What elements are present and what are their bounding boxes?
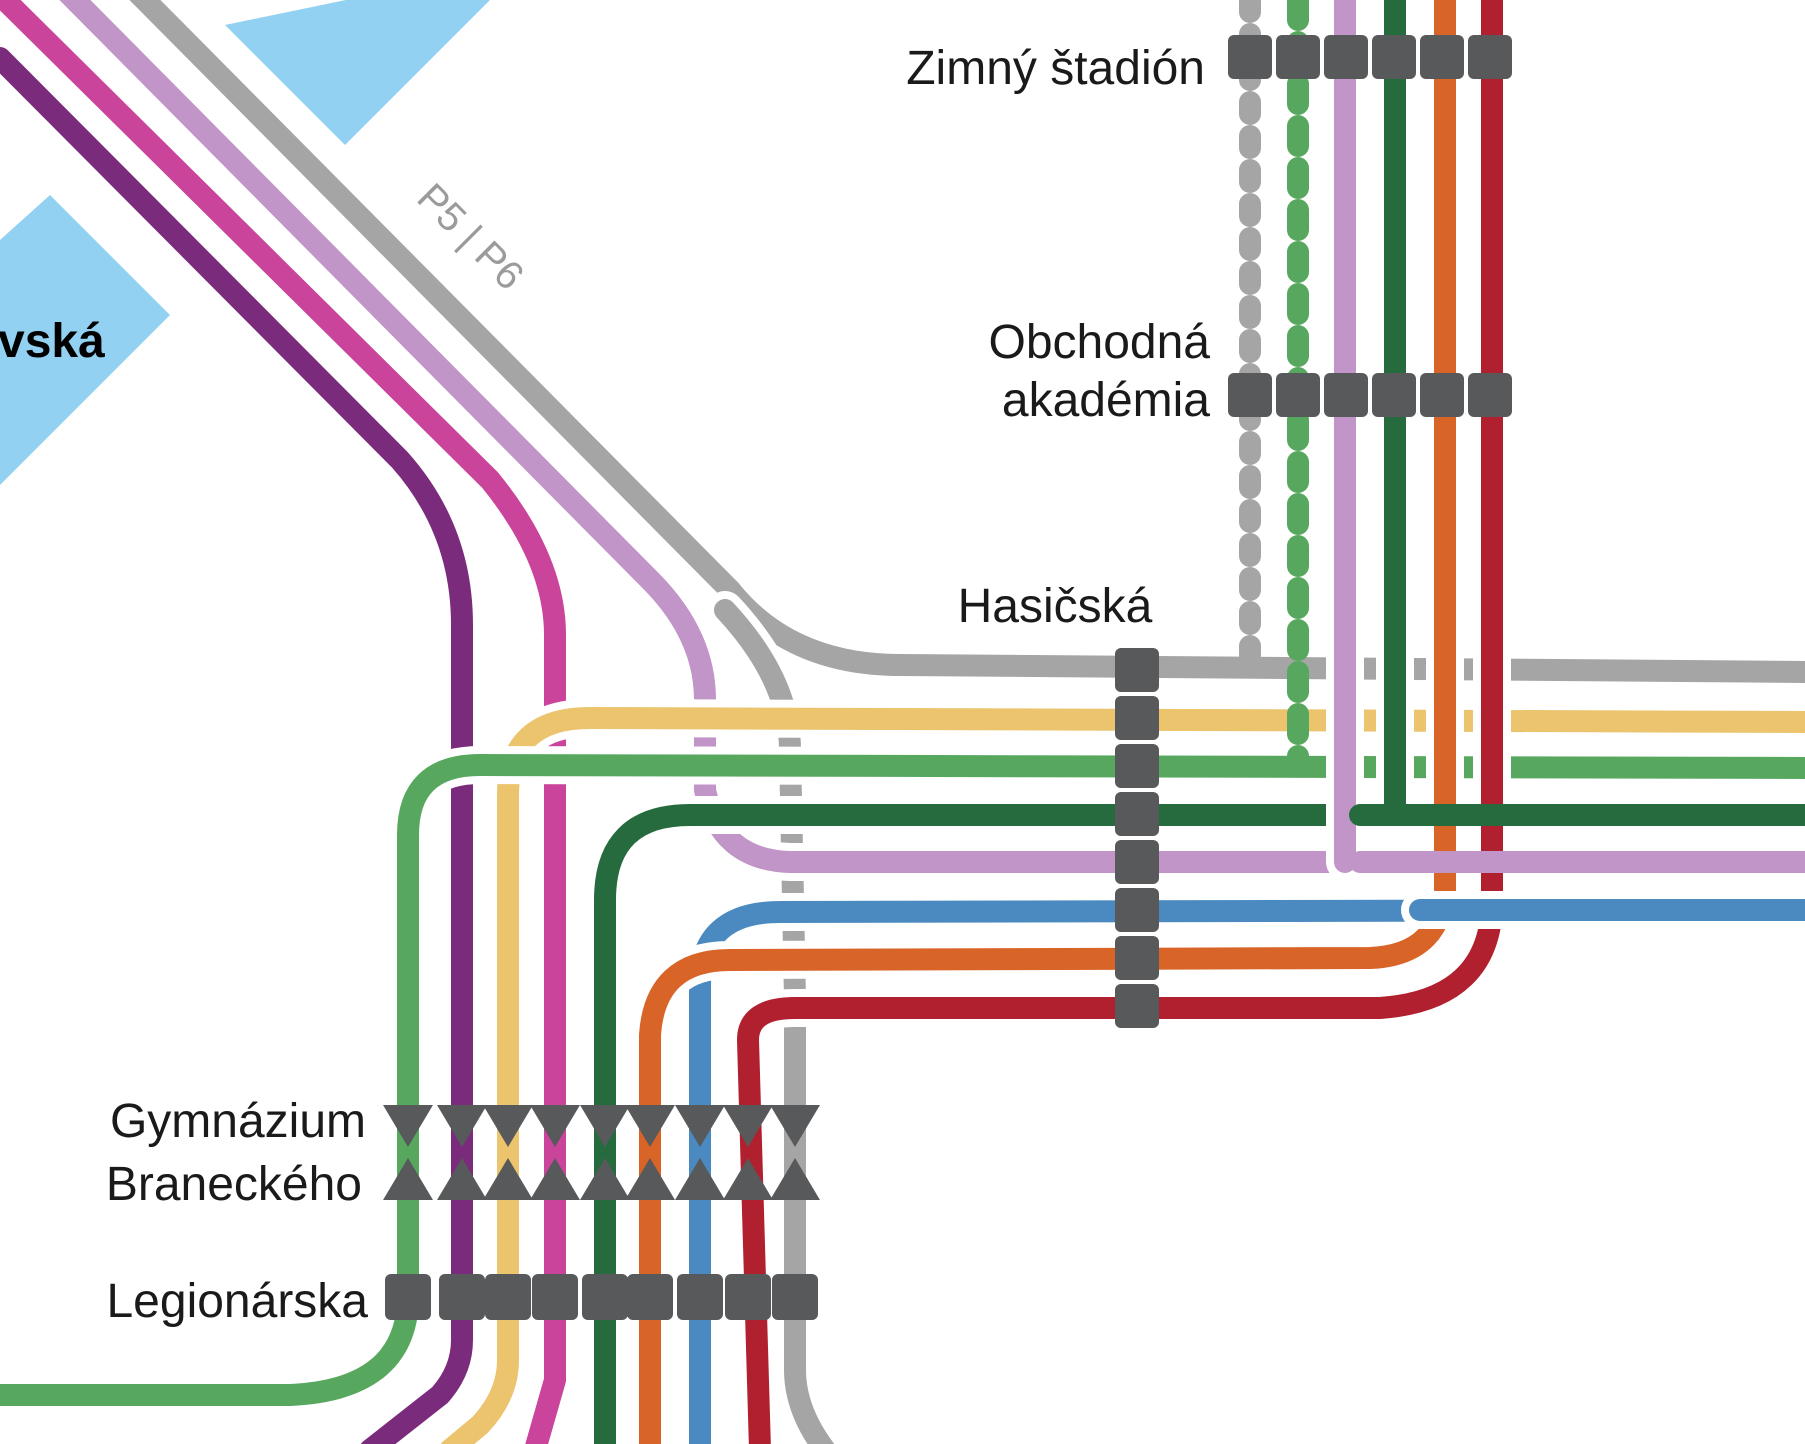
stop-marker-down-triangle <box>483 1105 533 1147</box>
stop-legionarska[interactable] <box>385 1274 818 1320</box>
station-label-obchodna-line1: Obchodná <box>988 316 1210 369</box>
stop-marker-down-triangle <box>437 1105 487 1147</box>
stop-marker-up-triangle <box>437 1158 487 1200</box>
stop-marker-down-triangle <box>580 1105 630 1147</box>
stop-marker-up-triangle <box>383 1158 433 1200</box>
station-label-zimny-stadion: Zimný štadión <box>906 42 1205 95</box>
stop-marker-down-triangle <box>675 1105 725 1147</box>
route-line-purple <box>0 47 473 1444</box>
stop-gymnazium-braneckeho[interactable] <box>383 1105 820 1200</box>
stop-zimny-stadion[interactable] <box>1228 35 1512 79</box>
stop-marker-up-triangle <box>483 1158 533 1200</box>
water-area-top <box>225 0 490 145</box>
stop-marker-down-triangle <box>383 1105 433 1147</box>
station-label-legionarska: Legionárska <box>106 1275 368 1328</box>
station-label-gymnazium-line2: Braneckého <box>106 1158 362 1211</box>
route-line-dark-green <box>594 804 1805 1444</box>
stop-marker-box <box>532 1274 578 1320</box>
stop-marker-up-triangle <box>723 1158 773 1200</box>
stop-marker-up-triangle <box>770 1158 820 1200</box>
station-label-gymnazium-line1: Gymnázium <box>110 1095 366 1148</box>
route-line-yellow <box>497 707 1805 1351</box>
route-line-red <box>737 889 1503 1444</box>
stop-marker-up-triangle <box>530 1158 580 1200</box>
stop-obchodna-akademia[interactable] <box>1228 373 1512 417</box>
stop-marker-box <box>385 1274 431 1320</box>
stop-marker-box <box>677 1274 723 1320</box>
water-area-left <box>0 195 170 485</box>
district-label: vská <box>0 315 105 368</box>
stop-marker-up-triangle <box>580 1158 630 1200</box>
stop-marker-down-triangle <box>723 1105 773 1147</box>
stop-marker-down-triangle <box>530 1105 580 1147</box>
stop-marker-down-triangle <box>770 1105 820 1147</box>
stop-marker-up-triangle <box>675 1158 725 1200</box>
route-line-magenta <box>0 0 566 1444</box>
stop-marker-box <box>439 1274 485 1320</box>
stop-marker-up-triangle <box>625 1158 675 1200</box>
station-label-hasicska: Hasičská <box>958 580 1153 633</box>
stop-marker-box <box>627 1274 673 1320</box>
stop-hasicska[interactable] <box>1115 648 1159 1028</box>
station-label-obchodna-line2: akadémia <box>1002 374 1210 427</box>
stop-marker-box <box>485 1274 531 1320</box>
route-line-lilac <box>59 0 1805 873</box>
stop-marker-box <box>582 1274 628 1320</box>
stop-marker-down-triangle <box>625 1105 675 1147</box>
stop-marker-box <box>725 1274 771 1320</box>
stop-marker-box <box>772 1274 818 1320</box>
